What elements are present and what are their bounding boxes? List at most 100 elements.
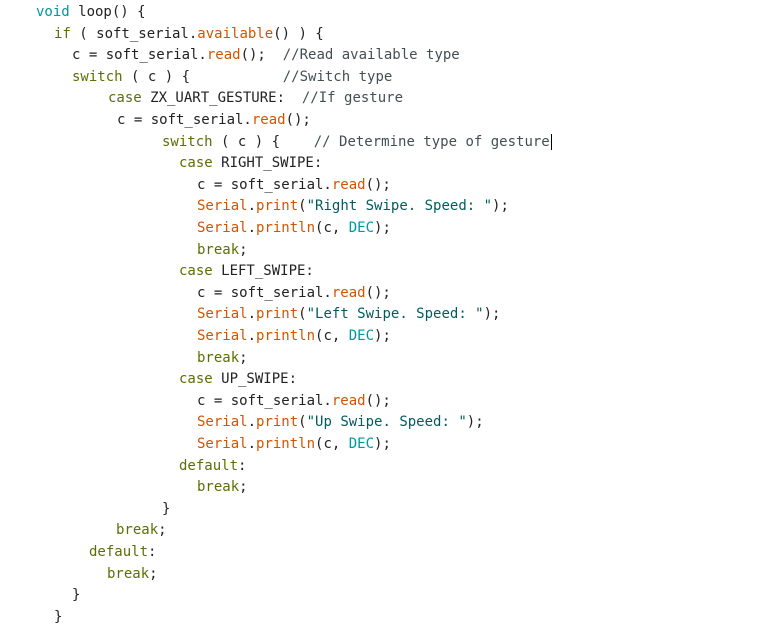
code-token: (); xyxy=(285,112,311,128)
code-token: ); xyxy=(374,436,391,452)
code-token: DEC xyxy=(348,436,375,452)
code-token: "Up Swipe. Speed: " xyxy=(306,414,467,431)
code-token: Serial xyxy=(197,328,248,344)
code-token: LEFT_SWIPE: xyxy=(212,263,314,280)
code-token: c = soft_serial. xyxy=(197,284,332,301)
code-token: read xyxy=(251,112,286,128)
code-line: c = soft_serial.read(); xyxy=(197,391,391,413)
code-token: loop() { xyxy=(69,4,146,20)
code-token: ); xyxy=(374,328,391,344)
code-token: //If gesture xyxy=(301,90,404,107)
code-token: switch xyxy=(162,133,213,150)
code-token: ( c ) { xyxy=(122,68,283,85)
code-token: (c, xyxy=(315,220,349,236)
code-token: : xyxy=(148,544,157,560)
code-line: case RIGHT_SWIPE: xyxy=(179,153,322,175)
code-token: (); xyxy=(365,284,391,301)
code-token: c = soft_serial. xyxy=(117,112,252,128)
code-line: break; xyxy=(107,564,158,586)
code-line: default: xyxy=(179,456,246,478)
code-token: . xyxy=(247,220,257,236)
code-token: () ) { xyxy=(273,25,324,42)
code-token: ( xyxy=(298,198,307,215)
code-token: Serial xyxy=(197,414,248,431)
code-line: } xyxy=(54,607,62,629)
code-token: } xyxy=(54,608,63,625)
code-token: switch xyxy=(72,68,123,85)
code-token: Serial xyxy=(197,436,248,452)
code-token: ); xyxy=(374,220,391,236)
code-token: ( c ) { xyxy=(212,133,314,150)
code-line: switch ( c ) { // Determine type of gest… xyxy=(162,132,552,154)
code-line: Serial.println(c, DEC); xyxy=(197,218,391,240)
code-token: ( soft_serial. xyxy=(70,25,198,42)
code-line: break; xyxy=(197,348,248,370)
code-token: break xyxy=(116,522,159,539)
code-token: case xyxy=(179,371,213,388)
code-token: . xyxy=(247,328,257,344)
code-token: read xyxy=(331,176,366,193)
code-token: Serial xyxy=(197,220,248,236)
code-token: ); xyxy=(483,306,501,323)
code-line: } xyxy=(162,499,170,521)
code-line: c = soft_serial.read(); xyxy=(117,110,311,132)
code-token: //Read available type xyxy=(282,47,460,64)
code-token: println xyxy=(256,436,316,452)
code-token: "Left Swipe. Speed: " xyxy=(306,306,484,323)
code-line: Serial.println(c, DEC); xyxy=(197,326,391,348)
code-token: available xyxy=(197,25,274,42)
code-token: DEC xyxy=(348,328,375,344)
code-token: ; xyxy=(239,241,248,258)
code-line: c = soft_serial.read(); //Read available… xyxy=(72,45,460,67)
code-token: default xyxy=(179,457,239,474)
code-token: ; xyxy=(239,349,248,366)
code-token: break xyxy=(197,479,240,496)
code-line: break; xyxy=(116,520,167,542)
code-line: switch ( c ) { //Switch type xyxy=(72,67,392,89)
code-token: case xyxy=(108,90,142,107)
code-token: . xyxy=(247,414,257,431)
code-token: read xyxy=(331,284,366,301)
code-token: (); xyxy=(365,392,391,409)
code-token: DEC xyxy=(348,220,375,236)
code-line: void loop() { xyxy=(36,2,146,24)
code-token: } xyxy=(162,500,171,517)
code-token: ( xyxy=(298,306,307,323)
code-token: ; xyxy=(239,479,248,496)
code-token: . xyxy=(247,436,257,452)
code-token: Serial xyxy=(197,198,248,215)
code-token: RIGHT_SWIPE: xyxy=(212,155,323,172)
code-token: case xyxy=(179,155,213,172)
code-token: break xyxy=(197,349,240,366)
text-cursor xyxy=(550,133,552,150)
code-token: print xyxy=(256,306,299,323)
code-line: Serial.print("Up Swipe. Speed: "); xyxy=(197,412,484,434)
code-token: print xyxy=(256,414,299,431)
code-line: break; xyxy=(197,240,248,262)
code-token: read xyxy=(206,47,241,64)
code-token: Serial xyxy=(197,306,248,323)
code-token: : xyxy=(238,457,247,474)
code-line: case UP_SWIPE: xyxy=(179,369,297,391)
code-token: break xyxy=(197,241,240,258)
code-token: ; xyxy=(158,522,167,539)
code-line: c = soft_serial.read(); xyxy=(197,175,391,197)
code-token: ; xyxy=(149,565,158,582)
code-line: Serial.print("Right Swipe. Speed: "); xyxy=(197,196,509,218)
code-token: break xyxy=(107,565,150,582)
code-token: } xyxy=(72,587,81,604)
code-token: (); xyxy=(240,47,283,64)
code-token: ZX_UART_GESTURE: xyxy=(141,90,302,107)
code-token: c = soft_serial. xyxy=(197,176,332,193)
code-token: print xyxy=(256,198,299,215)
code-token: println xyxy=(256,328,316,344)
code-line: case ZX_UART_GESTURE: //If gesture xyxy=(108,88,403,110)
code-token: (c, xyxy=(315,328,349,344)
code-line: c = soft_serial.read(); xyxy=(197,283,391,305)
code-token: case xyxy=(179,263,213,280)
code-token: UP_SWIPE: xyxy=(212,371,298,388)
code-token: read xyxy=(331,392,366,409)
code-line: case LEFT_SWIPE: xyxy=(179,261,314,283)
